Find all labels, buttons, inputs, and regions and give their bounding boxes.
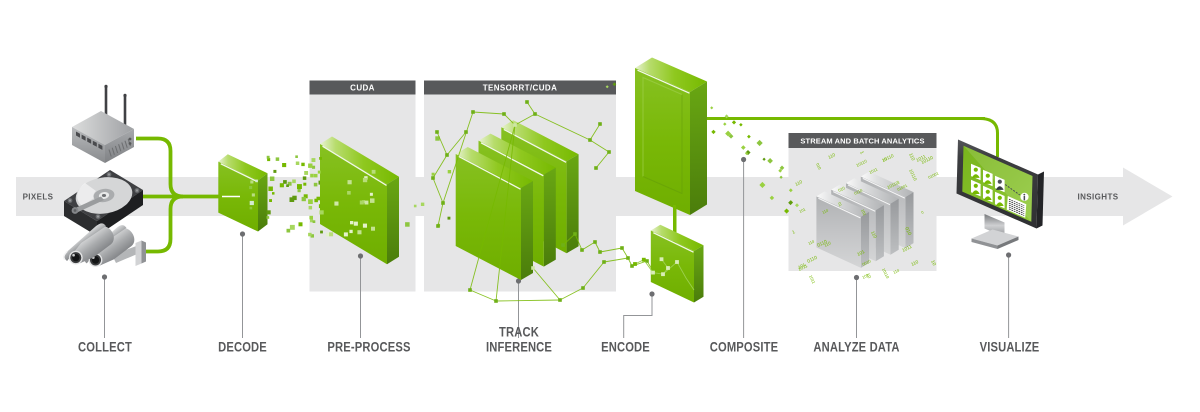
svg-text:110: 110: [827, 152, 836, 160]
svg-text:1: 1: [896, 179, 901, 185]
svg-text:COLLECT: COLLECT: [78, 339, 132, 354]
svg-text:110: 110: [907, 152, 916, 162]
svg-text:DECODE: DECODE: [218, 339, 267, 354]
svg-text:10110: 10110: [881, 153, 895, 163]
svg-text:ENCODE: ENCODE: [601, 339, 650, 354]
svg-text:110: 110: [823, 240, 832, 248]
svg-text:10110: 10110: [920, 155, 934, 165]
svg-text:101: 101: [798, 207, 806, 214]
svg-text:010: 010: [903, 226, 912, 236]
svg-text:010: 010: [815, 162, 823, 171]
svg-text:ANALYZE DATA: ANALYZE DATA: [813, 339, 899, 354]
svg-text:110: 110: [807, 238, 816, 246]
svg-text:0110: 0110: [853, 187, 864, 196]
svg-text:10110: 10110: [908, 168, 918, 182]
svg-text:1011: 1011: [797, 263, 808, 272]
svg-text:010: 010: [837, 185, 846, 193]
svg-text:PRE-PROCESS: PRE-PROCESS: [327, 339, 410, 354]
svg-text:110: 110: [794, 179, 803, 187]
svg-text:1011: 1011: [808, 274, 817, 285]
svg-text:101: 101: [861, 272, 870, 280]
svg-text:10: 10: [881, 156, 888, 163]
svg-text:10: 10: [864, 272, 872, 280]
svg-text:110: 110: [870, 230, 878, 239]
svg-text:110: 110: [910, 259, 919, 267]
svg-text:TRACK: TRACK: [499, 324, 540, 339]
svg-text:0110: 0110: [806, 255, 818, 265]
svg-text:PIXELS: PIXELS: [23, 193, 54, 202]
svg-text:101: 101: [856, 249, 866, 257]
svg-text:01: 01: [837, 202, 842, 208]
svg-text:1011: 1011: [901, 244, 913, 254]
svg-text:110: 110: [821, 207, 830, 215]
svg-text:1: 1: [858, 150, 865, 155]
svg-text:VISUALIZE: VISUALIZE: [980, 339, 1040, 354]
svg-text:110: 110: [892, 267, 901, 275]
svg-text:STREAM AND BATCH ANALYTICS: STREAM AND BATCH ANALYTICS: [800, 137, 924, 146]
svg-text:1: 1: [791, 229, 796, 236]
svg-text:CUDA: CUDA: [350, 84, 375, 93]
svg-text:INSIGHTS: INSIGHTS: [1078, 193, 1119, 202]
svg-text:1011: 1011: [868, 166, 879, 175]
svg-text:10110: 10110: [886, 180, 899, 190]
svg-text:COMPOSITE: COMPOSITE: [710, 339, 779, 354]
svg-text:01001: 01001: [897, 184, 908, 192]
svg-text:INFERENCE: INFERENCE: [486, 339, 552, 354]
svg-text:101: 101: [860, 208, 868, 217]
svg-text:TENSORRT/CUDA: TENSORRT/CUDA: [483, 84, 558, 93]
svg-text:10110: 10110: [855, 158, 868, 168]
svg-text:01001: 01001: [927, 170, 940, 180]
svg-text:0110: 0110: [816, 239, 828, 249]
svg-text:10110: 10110: [881, 267, 891, 280]
svg-text:0: 0: [921, 210, 925, 215]
svg-text:0010: 0010: [861, 258, 872, 267]
svg-text:1011: 1011: [915, 154, 927, 164]
svg-text:101: 101: [797, 262, 806, 270]
svg-text:10: 10: [929, 259, 937, 267]
